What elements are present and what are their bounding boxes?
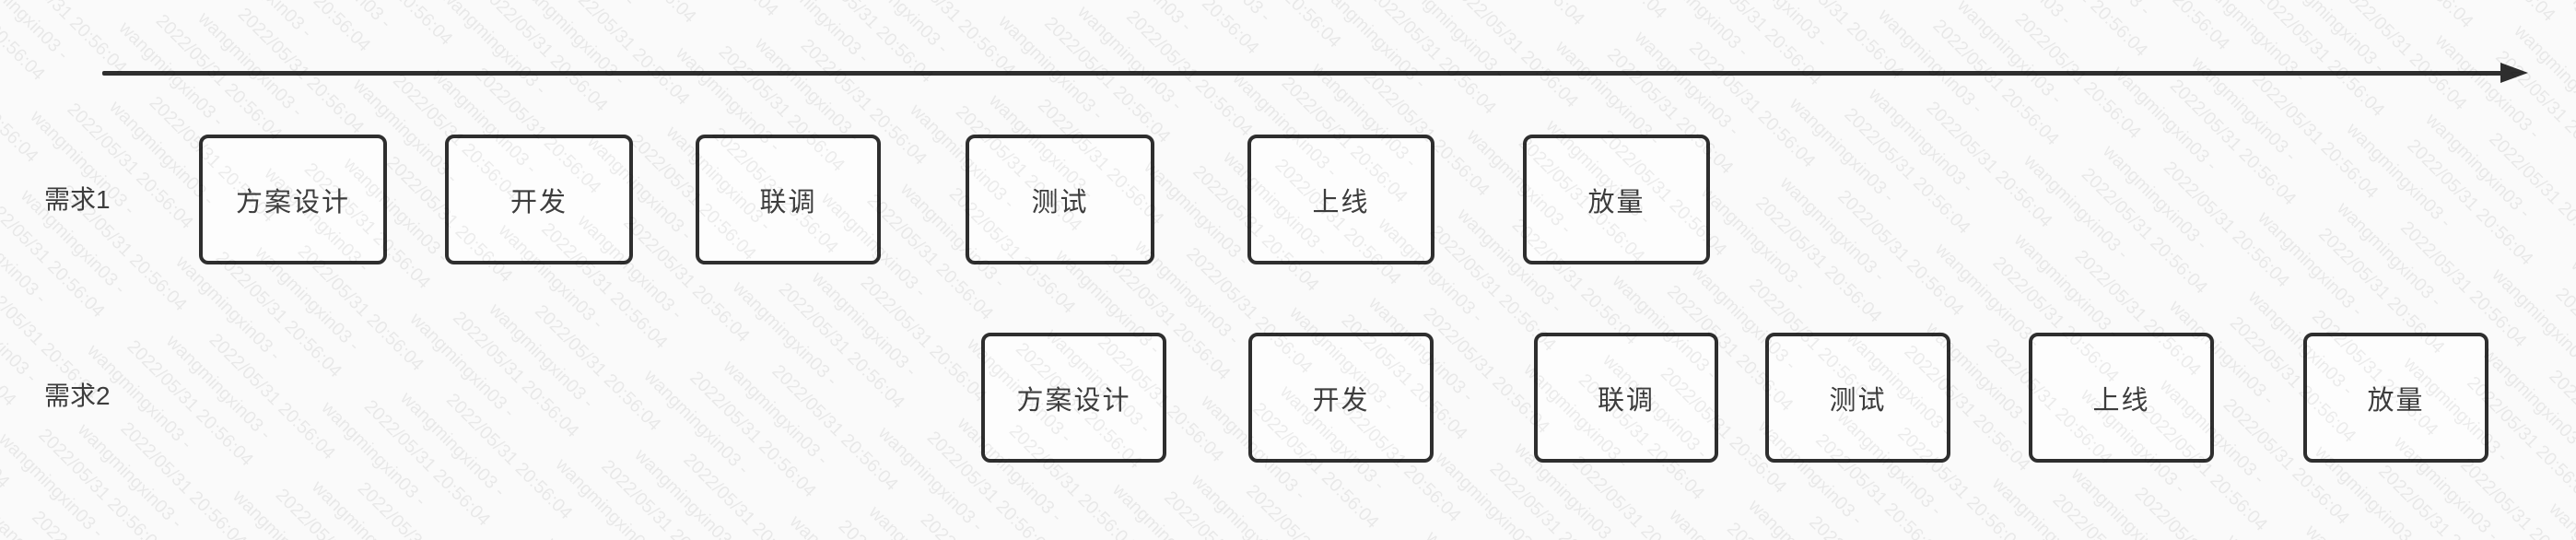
stage-box-label: 联调 xyxy=(759,187,817,217)
stage-box-label: 联调 xyxy=(1597,385,1655,416)
stage-box: 放量 xyxy=(1523,135,1710,264)
watermark-text-row: wangmingxin03 - wangmingxin03 - wangming… xyxy=(357,0,2576,540)
timeline-axis-arrowhead-icon xyxy=(2500,63,2528,83)
watermark-text-row: 2022/05/31 20:56:04 2022/05/31 20:56:04 … xyxy=(1266,0,2576,292)
watermark-text-row: wangmingxin03 - wangmingxin03 - wangming… xyxy=(1244,0,2576,314)
stage-box-label: 测试 xyxy=(1031,187,1089,217)
stage-box: 测试 xyxy=(966,135,1154,264)
stage-box-label: 开发 xyxy=(1312,385,1370,416)
watermark-text-row: wangmingxin03 - wangmingxin03 - wangming… xyxy=(380,0,2576,540)
watermark-text-row: wangmingxin03 - wangmingxin03 - wangming… xyxy=(0,18,1430,540)
stage-box-label: 测试 xyxy=(1829,385,1887,416)
stage-box: 测试 xyxy=(1765,333,1950,463)
stage-box: 放量 xyxy=(2303,333,2488,463)
row-label-requirement-1: 需求1 xyxy=(44,185,111,214)
watermark-text-row: 2022/05/31 20:56:04 2022/05/31 20:56:04 … xyxy=(402,0,2576,540)
stage-box-label: 开发 xyxy=(509,187,568,217)
watermark-text-row: wangmingxin03 - wangmingxin03 - wangming… xyxy=(0,0,1085,540)
watermark-text-row: wangmingxin03 - wangmingxin03 - wangming… xyxy=(468,0,2576,540)
watermark-text-row: wangmingxin03 - wangmingxin03 - wangming… xyxy=(0,0,1152,540)
watermark-text-row: 2022/05/31 20:56:04 2022/05/31 20:56:04 … xyxy=(491,0,2576,540)
row-label-requirement-2: 需求2 xyxy=(44,382,111,410)
watermark-text-row: 2022/05/31 20:56:04 2022/05/31 20:56:04 … xyxy=(0,0,1084,540)
watermark-text-row: 2022/05/31 20:56:04 2022/05/31 20:56:04 … xyxy=(0,0,1239,540)
watermark-text-row: wangmingxin03 - wangmingxin03 - wangming… xyxy=(446,0,2576,540)
stage-box: 开发 xyxy=(445,135,633,264)
watermark-text-row: 2022/05/31 20:56:04 2022/05/31 20:56:04 … xyxy=(0,0,1859,540)
stage-box-label: 方案设计 xyxy=(1016,385,1131,416)
stage-box: 联调 xyxy=(1534,333,1718,463)
stage-box: 上线 xyxy=(2029,333,2214,463)
watermark-text-row: 2022/05/31 20:56:04 2022/05/31 20:56:04 … xyxy=(291,0,2576,540)
watermark-text-row: 2022/05/31 20:56:04 2022/05/31 20:56:04 … xyxy=(380,0,2576,540)
stage-box: 开发 xyxy=(1248,333,1434,463)
stage-box-label: 放量 xyxy=(2367,385,2425,416)
watermark-text-row: 2022/05/31 20:56:04 2022/05/31 20:56:04 … xyxy=(0,0,1704,540)
stage-box-label: 放量 xyxy=(1587,187,1645,217)
watermark-text-row: 2022/05/31 20:56:04 2022/05/31 20:56:04 … xyxy=(313,0,2576,540)
watermark-text-row: wangmingxin03 - wangmingxin03 - wangming… xyxy=(0,0,1772,540)
stage-box-label: 上线 xyxy=(1312,187,1370,217)
stage-box: 联调 xyxy=(696,135,881,264)
stage-box: 方案设计 xyxy=(981,333,1166,463)
watermark-text-row: 2022/05/31 20:56:04 2022/05/31 20:56:04 … xyxy=(468,0,2576,540)
watermark-text-row: 2022/05/31 20:56:04 2022/05/31 20:56:04 … xyxy=(0,0,818,540)
watermark-text-row: wangmingxin03 - wangmingxin03 - wangming… xyxy=(0,0,997,540)
stage-box-label: 上线 xyxy=(2092,385,2150,416)
watermark-text-row: wangmingxin03 - wangmingxin03 - wangming… xyxy=(291,0,2576,540)
stage-box-label: 方案设计 xyxy=(235,187,350,217)
stage-box: 上线 xyxy=(1247,135,1434,264)
watermark-text-row: 2022/05/31 20:56:04 2022/05/31 20:56:04 … xyxy=(0,62,1496,540)
timeline-axis-line xyxy=(102,71,2502,76)
stage-box: 方案设计 xyxy=(199,135,387,264)
